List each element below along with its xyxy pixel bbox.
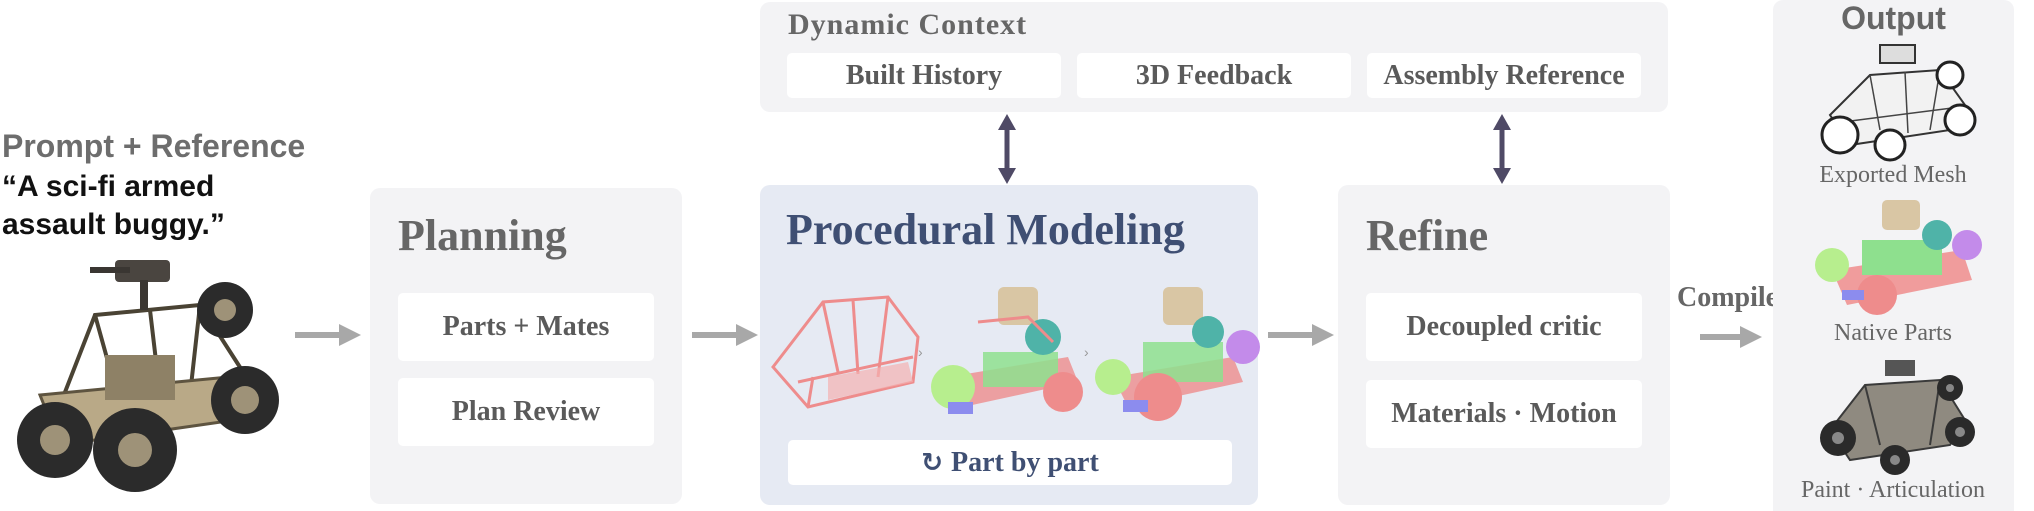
context-assembly-reference: Assembly Reference (1367, 53, 1641, 98)
native-parts-image (1815, 200, 1982, 315)
output-caption-exported-mesh: Exported Mesh (1819, 162, 1967, 188)
prompt-quote-line-1: “A sci-fi armed (2, 170, 215, 203)
output-caption-paint-articulation: Paint · Articulation (1801, 477, 1985, 503)
refine-step-materials-motion: Materials · Motion (1366, 380, 1642, 448)
compile-label: Compile (1677, 282, 1779, 313)
context-3d-feedback: 3D Feedback (1077, 53, 1351, 98)
part-by-part-loop: ↻ Part by part (788, 440, 1232, 485)
part-by-part-label: Part by part (951, 446, 1099, 478)
output-title: Output (1841, 0, 1946, 36)
arrow-to-procedural (692, 324, 758, 346)
refine-title: Refine (1366, 211, 1489, 260)
dynamic-context-title: Dynamic Context (788, 8, 1028, 41)
plan-step-plan-review: Plan Review (398, 378, 654, 446)
context-built-history: Built History (787, 53, 1061, 98)
exported-mesh-image (1820, 44, 1977, 162)
arrow-to-planning (295, 324, 361, 346)
prompt-quote-line-2: assault buggy.” (2, 208, 225, 241)
planning-title: Planning (398, 211, 567, 260)
refine-step-decoupled-critic: Decoupled critic (1366, 293, 1642, 361)
procedural-build-stages-illustration: › › (771, 287, 1260, 421)
bidirectional-arrow-left (998, 114, 1016, 184)
procedural-modeling-title: Procedural Modeling (786, 205, 1185, 254)
svg-text:›: › (918, 344, 923, 360)
svg-text:›: › (1084, 344, 1089, 360)
reference-buggy-image (17, 260, 279, 492)
output-caption-native-parts: Native Parts (1834, 320, 1952, 346)
bidirectional-arrow-right (1493, 114, 1511, 184)
arrow-to-output (1700, 326, 1762, 348)
prompt-heading: Prompt + Reference (2, 128, 306, 164)
painted-articulated-buggy-image (1820, 360, 1975, 475)
plan-step-parts-mates: Parts + Mates (398, 293, 654, 361)
arrow-to-refine (1268, 324, 1334, 346)
refresh-icon: ↻ (921, 447, 944, 478)
